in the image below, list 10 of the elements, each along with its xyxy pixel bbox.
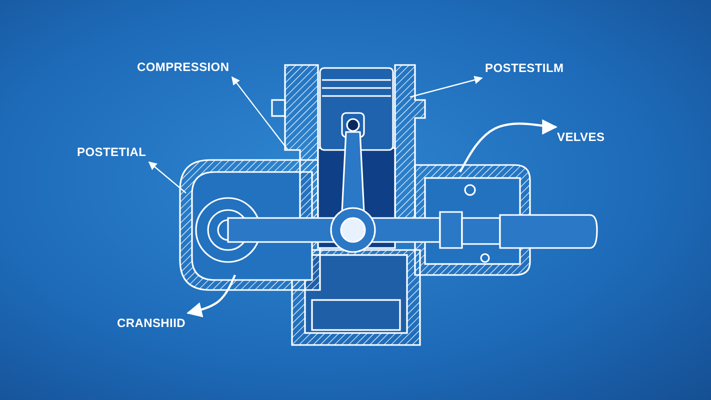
leader-line	[459, 119, 558, 173]
part-label: CRANSHIID	[117, 316, 186, 330]
part-label: POSTESTILM	[485, 61, 564, 75]
part-label: POSTETIAL	[77, 145, 146, 159]
leader-line	[232, 76, 288, 150]
part-label: COMPRESSION	[137, 60, 230, 74]
leader-line	[148, 161, 186, 194]
leader-line	[186, 274, 236, 318]
leader-line	[410, 76, 483, 98]
part-label: VELVES	[557, 130, 605, 144]
